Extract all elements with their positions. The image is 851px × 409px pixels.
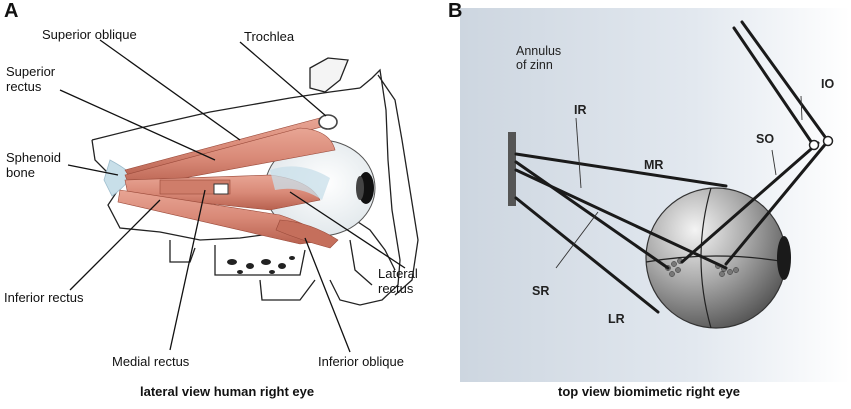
- pulley-left: [808, 139, 820, 151]
- label-lr: LR: [608, 312, 625, 326]
- label-sr: SR: [532, 284, 550, 298]
- caption-panel-a: lateral view human right eye: [140, 384, 315, 399]
- skull-outline: [91, 57, 419, 306]
- muscles: [117, 117, 339, 249]
- panel-b-letter: B: [448, 0, 463, 22]
- label-lateral-rectus: Lateral rectus: [378, 266, 418, 296]
- leader-lines: [59, 39, 406, 353]
- biomimetic-illustration: [460, 8, 850, 382]
- label-sphenoid-bone: Sphenoid bone: [6, 150, 61, 180]
- panel-a-letter: A: [4, 0, 19, 22]
- label-ir: IR: [574, 103, 587, 117]
- label-mr: MR: [644, 158, 664, 172]
- label-io: IO: [821, 77, 835, 91]
- annulus-bar: [508, 132, 516, 206]
- panel-b-top-view: B Annulus of zinn IO SO IR MR SR LR top …: [436, 0, 851, 409]
- label-inferior-oblique: Inferior oblique: [318, 354, 404, 369]
- label-annulus-of-zinn: Annulus of zinn: [516, 44, 562, 72]
- pulley-right: [822, 135, 834, 147]
- label-so: SO: [756, 132, 775, 146]
- trochlea-loop: [318, 114, 338, 130]
- actuator-rods: [514, 20, 830, 314]
- anatomy-illustration: [59, 39, 419, 353]
- label-superior-rectus: Superior rectus: [6, 64, 56, 94]
- leader-lines-b: [555, 95, 803, 269]
- label-superior-oblique: Superior oblique: [42, 27, 137, 42]
- caption-panel-b: top view biomimetic right eye: [558, 384, 741, 399]
- panel-a-lateral-view: A Superior oblique Trochlea Superior rec…: [4, 0, 419, 399]
- label-medial-rectus: Medial rectus: [112, 354, 190, 369]
- label-inferior-rectus: Inferior rectus: [4, 290, 84, 305]
- label-trochlea: Trochlea: [244, 29, 295, 44]
- bone-foramina: [227, 256, 295, 274]
